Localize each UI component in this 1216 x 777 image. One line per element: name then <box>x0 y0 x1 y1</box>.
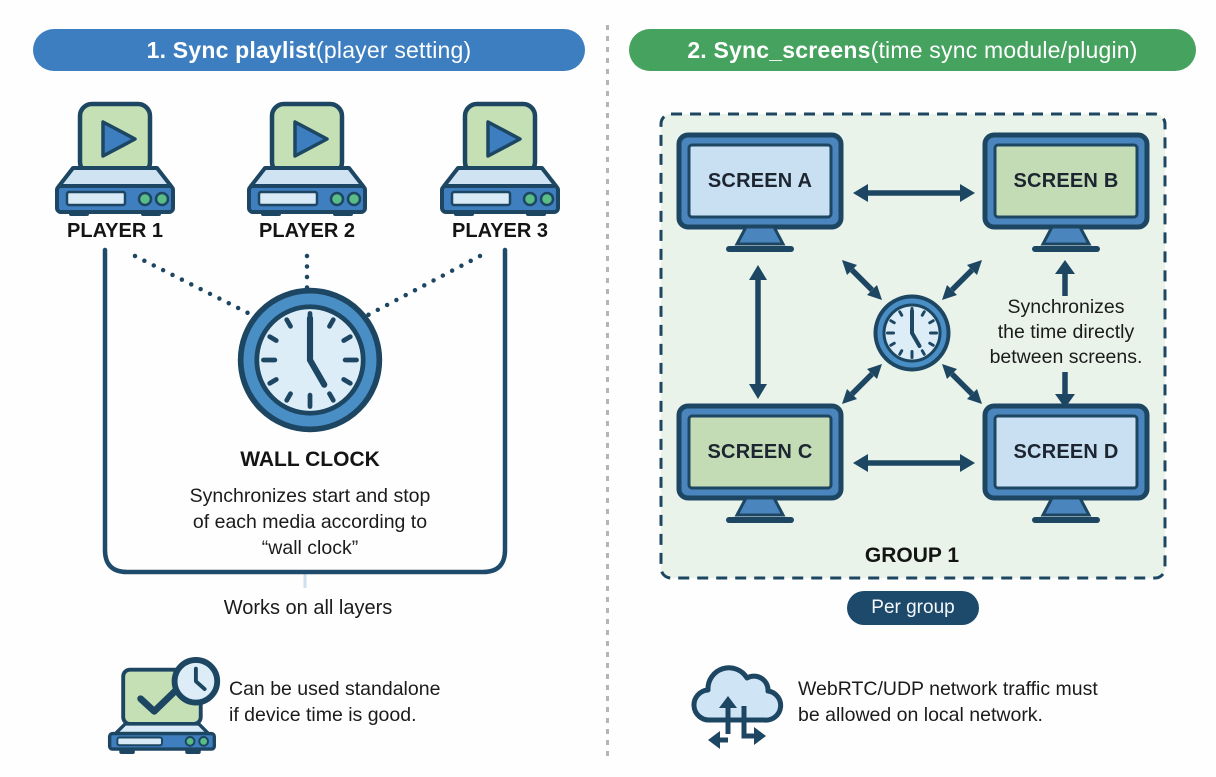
right-panel-header: 2. Sync_screens (time sync module/plugin… <box>629 29 1196 71</box>
double-arrow-icon <box>836 254 888 306</box>
down-arrow-icon <box>1052 370 1078 410</box>
sync-note: Synchronizes the time directly between s… <box>989 296 1143 368</box>
players-bracket <box>95 246 515 596</box>
cloud-network-icon <box>686 656 786 750</box>
right-header-title: 2. Sync_screens <box>687 36 871 63</box>
left-header-subtitle: (player setting) <box>316 36 472 63</box>
left-description: Synchronizes start and stop of each medi… <box>189 485 431 559</box>
left-panel-header: 1. Sync playlist (player setting) <box>33 29 585 71</box>
double-arrow-icon <box>850 450 978 476</box>
monitor-icon: SCREEN D <box>982 403 1150 526</box>
left-footnote: Can be used standalone if device time is… <box>229 678 441 726</box>
up-arrow-icon <box>1052 258 1078 298</box>
player-3-label: PLAYER 3 <box>452 220 548 242</box>
group-label: GROUP 1 <box>864 544 960 567</box>
screen-d-label: SCREEN D <box>1013 440 1119 463</box>
screen-a-label: SCREEN A <box>707 169 813 192</box>
screen-c-label: SCREEN C <box>707 440 813 463</box>
player-2-label: PLAYER 2 <box>259 220 355 242</box>
sync-clock-icon <box>872 293 952 373</box>
left-header-title: 1. Sync playlist <box>146 36 317 63</box>
per-group-badge: Per group <box>847 591 979 625</box>
double-arrow-icon <box>850 180 978 206</box>
monitor-icon: SCREEN A <box>676 132 844 255</box>
media-player-icon <box>241 98 373 216</box>
double-arrow-icon <box>745 262 771 402</box>
media-player-icon <box>434 98 566 216</box>
wall-clock-label: WALL CLOCK <box>240 448 380 471</box>
media-player-icon <box>49 98 181 216</box>
standalone-check-icon <box>98 656 224 755</box>
monitor-icon: SCREEN B <box>982 132 1150 255</box>
double-arrow-icon <box>836 358 888 410</box>
right-header-subtitle: (time sync module/plugin) <box>870 36 1138 63</box>
screen-b-label: SCREEN B <box>1013 169 1119 192</box>
center-divider <box>606 25 609 760</box>
wall-clock-icon <box>234 284 386 436</box>
double-arrow-icon <box>936 358 988 410</box>
right-footnote: WebRTC/UDP network traffic must be allow… <box>798 678 1098 726</box>
bracket-caption: Works on all layers <box>223 597 393 619</box>
dotted-link <box>30 246 590 326</box>
double-arrow-icon <box>936 254 988 306</box>
monitor-icon: SCREEN C <box>676 403 844 526</box>
player-1-label: PLAYER 1 <box>67 220 163 242</box>
